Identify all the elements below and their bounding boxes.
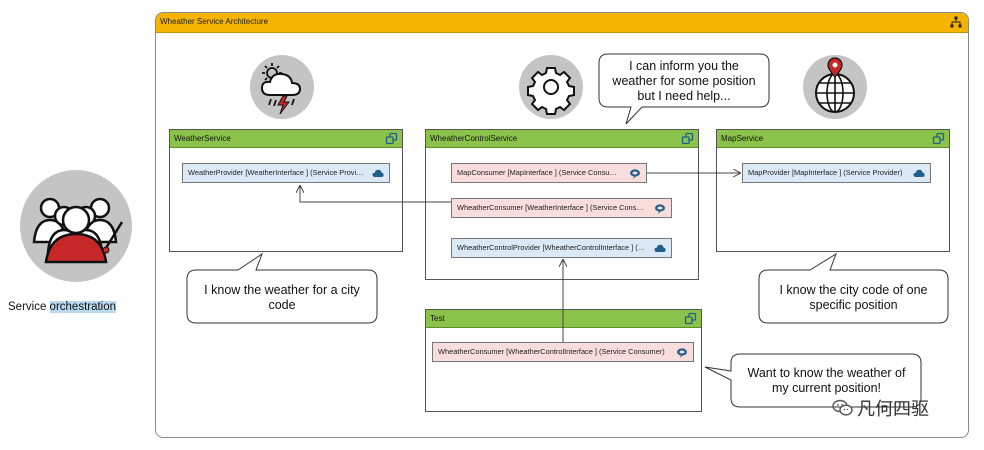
callout-test: Want to know the weather of my current p… [704, 353, 922, 409]
callout-test-line: my current position! [771, 381, 882, 395]
callout-weather: I know the weather for a city code [186, 252, 378, 324]
map-consumer-port[interactable]: MapConsumer [MapInterface ] (Service Con… [451, 163, 647, 183]
speech-bubble-icon [630, 169, 640, 179]
callout-control-line: but I need help... [637, 89, 731, 103]
frame-title: Wheather Service Architecture [160, 17, 269, 26]
control-service-header: WheatherControlService [426, 130, 698, 148]
map-service-title: MapService [721, 134, 764, 143]
speech-bubble-icon [677, 348, 687, 358]
frame-header: Wheather Service Architecture [156, 13, 968, 33]
hierarchy-icon [950, 16, 962, 28]
side-label-text: Service [8, 301, 50, 313]
callout-control-line: I can inform you the [629, 59, 739, 73]
side-label: Service orchestration [8, 301, 117, 313]
gear-icon [519, 55, 583, 119]
component-icon [684, 312, 697, 325]
cloud-icon [913, 169, 925, 177]
component-icon [932, 132, 945, 145]
orchestration-icon [20, 170, 132, 282]
callout-test-line: Want to know the weather of [747, 366, 906, 380]
weather-consumer-port[interactable]: WheatherConsumer [WeatherInterface ] (Se… [451, 198, 672, 218]
control-service-title: WheatherControlService [430, 134, 518, 143]
component-icon [681, 132, 694, 145]
weather-storm-icon [250, 55, 314, 119]
weather-provider-port[interactable]: WeatherProvider [WeatherInterface ] (Ser… [182, 163, 390, 183]
side-label-highlight: orchestration [49, 301, 117, 313]
weather-service-header: WeatherService [170, 130, 402, 148]
watermark-text: 凡何四驱 [857, 399, 929, 419]
component-icon [385, 132, 398, 145]
speech-bubble-icon [655, 204, 665, 214]
callout-map-line: specific position [809, 298, 898, 312]
map-service-header: MapService [717, 130, 949, 148]
cloud-icon [372, 169, 384, 177]
globe-pin-icon [803, 55, 867, 119]
watermark: 凡何四驱 [832, 395, 929, 421]
callout-map-line: I know the city code of one [779, 283, 928, 297]
control-provider-port[interactable]: WheatherControlProvider [WheatherControl… [451, 238, 672, 258]
callout-map: I know the city code of one specific pos… [758, 252, 949, 324]
map-provider-port[interactable]: MapProvider [MapInterface ] (Service Pro… [742, 163, 931, 183]
wechat-icon [832, 399, 853, 416]
test-consumer-port[interactable]: WheatherConsumer [WheatherControlInterfa… [432, 342, 694, 362]
weather-service-box[interactable]: WeatherService [169, 129, 403, 252]
map-service-box[interactable]: MapService [716, 129, 950, 252]
test-title: Test [430, 314, 445, 323]
callout-control: I can inform you the weather for some po… [598, 53, 770, 128]
weather-service-title: WeatherService [174, 134, 231, 143]
callout-weather-line: code [268, 298, 296, 312]
connector-weather [300, 186, 451, 203]
callout-weather-line: I know the weather for a city [204, 283, 360, 297]
callout-control-line: weather for some position [612, 74, 756, 88]
cloud-icon [654, 244, 666, 252]
